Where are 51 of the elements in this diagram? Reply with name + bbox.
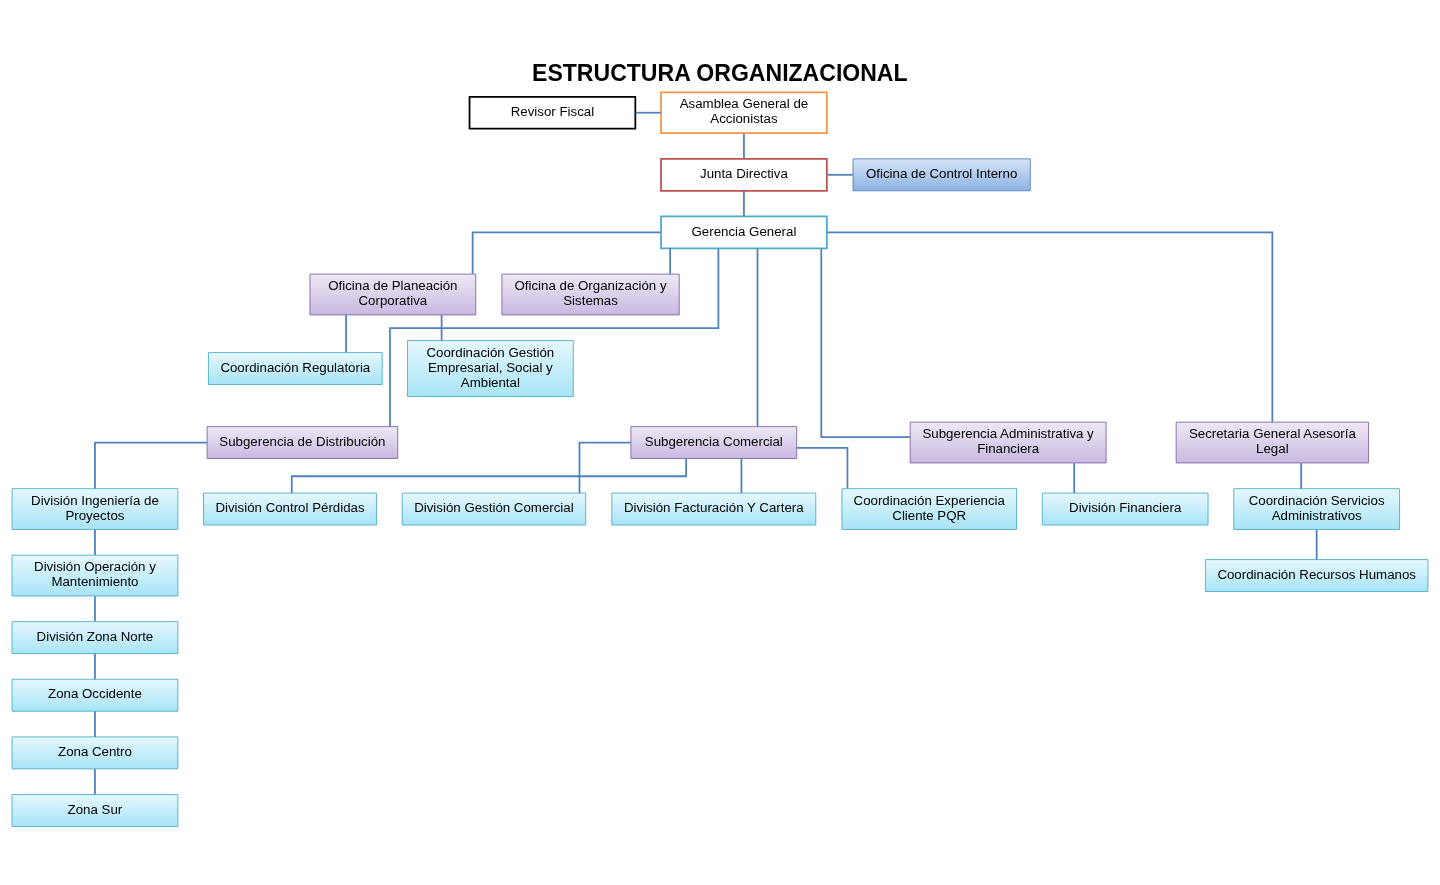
connector <box>669 247 671 275</box>
node-box: Coordinación Experiencia Cliente PQR <box>841 487 1017 530</box>
node-box: Zona Occidente <box>11 678 179 712</box>
node-box: División Ingeniería de Proyectos <box>11 487 179 530</box>
connector <box>1300 461 1303 489</box>
node-box: División Zona Norte <box>11 620 179 654</box>
node-box: Junta Directiva <box>660 157 828 192</box>
connector <box>94 767 96 795</box>
node-box: Coordinación Regulatoria <box>208 351 383 385</box>
node-box: Coordinación Gestión Empresarial, Social y Ambiental <box>407 339 574 397</box>
connector <box>94 528 96 556</box>
connector <box>743 132 745 159</box>
node-box: División Operación y Mantenimiento <box>11 554 179 596</box>
node-box: Secretaria General Asesoría Legal <box>1175 421 1369 463</box>
connector <box>389 247 720 427</box>
connector <box>471 231 662 275</box>
node-box: División Financiera <box>1041 492 1209 525</box>
node-box: Oficina de Planeación Corporativa <box>309 273 477 315</box>
connector <box>94 652 96 680</box>
connector <box>743 189 745 217</box>
diagram-title: ESTRUCTURA ORGANIZACIONAL <box>532 59 908 86</box>
connector <box>756 247 759 427</box>
node-box: Subgerencia de Distribución <box>206 425 399 459</box>
connector <box>740 457 743 494</box>
node-box: Coordinación Servicios Administrativos <box>1233 487 1401 530</box>
connector <box>94 709 96 738</box>
connector <box>634 111 662 114</box>
node-box: Subgerencia Comercial <box>630 425 798 459</box>
node-box: Zona Sur <box>11 793 179 827</box>
connector <box>1073 461 1076 494</box>
node-box: Asamblea General de Accionistas <box>660 90 828 134</box>
connector <box>796 446 849 489</box>
node-box: Coordinación Recursos Humanos <box>1204 558 1429 592</box>
connector <box>345 313 347 353</box>
connector <box>826 231 1274 423</box>
connector <box>94 441 208 489</box>
connector <box>440 313 443 341</box>
connector <box>1315 528 1318 560</box>
node-box: Subgerencia Administrativa y Financiera <box>909 421 1107 463</box>
node-box: División Gestión Comercial <box>401 492 587 525</box>
connector <box>826 173 854 176</box>
node-box: División Facturación Y Cartera <box>611 492 817 525</box>
node-box: Revisor Fiscal <box>468 95 637 130</box>
node-box: División Control Pérdidas <box>203 492 377 525</box>
connector <box>578 441 632 494</box>
connector <box>820 247 911 438</box>
connector <box>94 594 96 622</box>
node-box: Zona Centro <box>11 735 179 769</box>
node-box: Gerencia General <box>660 215 828 249</box>
node-box: Oficina de Control Interno <box>852 157 1031 191</box>
node-box: Oficina de Organización y Sistemas <box>501 273 680 315</box>
